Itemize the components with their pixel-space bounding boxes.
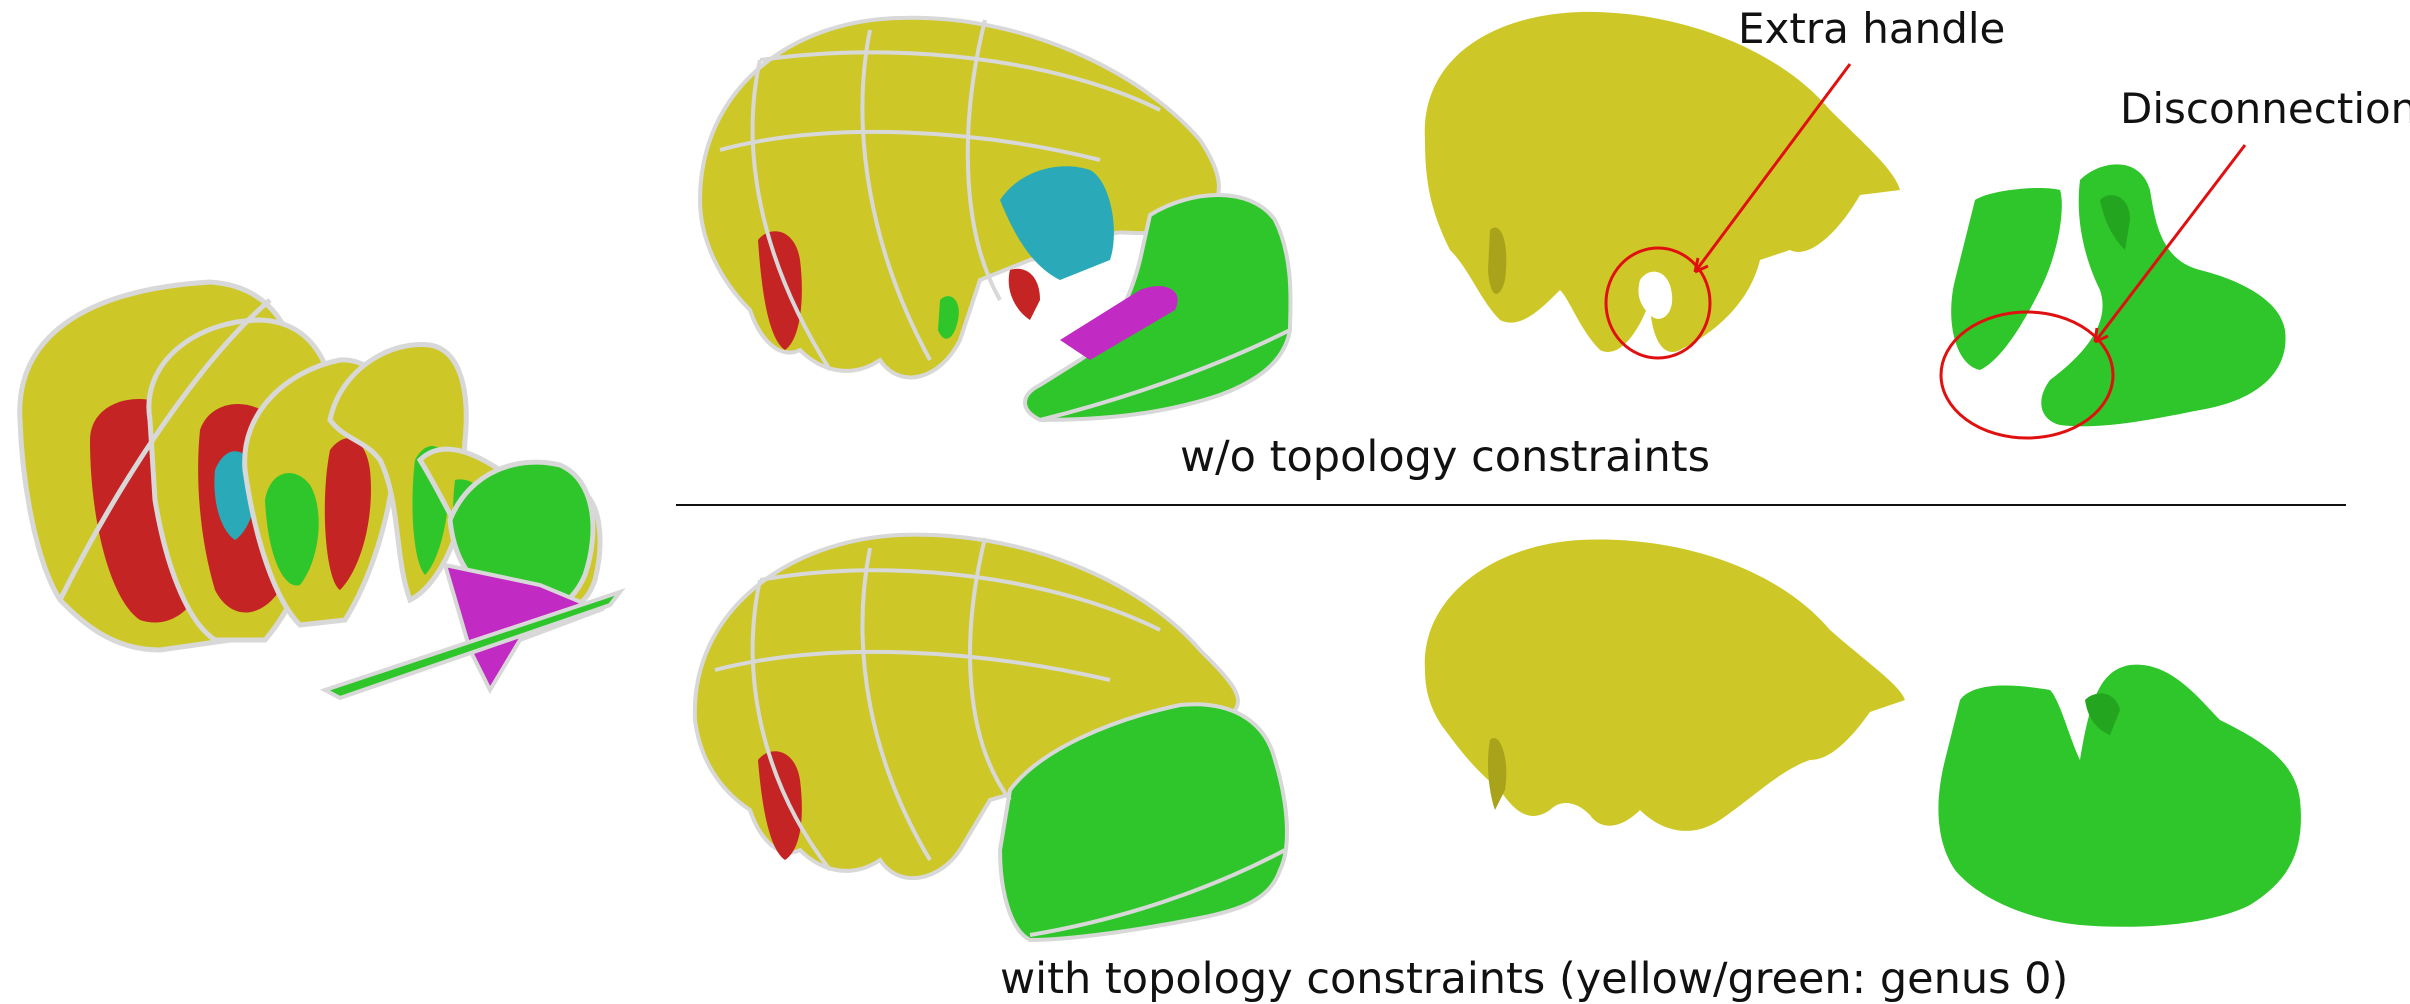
top-green-right-piece	[2041, 164, 2285, 426]
bottom-row-caption: with topology constraints (yellow/green:…	[1000, 958, 2068, 1001]
bottom-yellow-part	[1425, 540, 1905, 831]
exploded-model	[20, 282, 620, 698]
bottom-red	[758, 751, 802, 860]
top-full-model	[700, 18, 1291, 420]
top-green-part	[1951, 164, 2285, 426]
bottom-green-part	[1938, 665, 2300, 927]
top-red-2	[1009, 269, 1040, 320]
top-row-caption: w/o topology constraints	[1180, 436, 1710, 479]
top-green-left-piece	[1951, 188, 2062, 370]
bottom-full-model	[695, 535, 1287, 940]
extra-handle-label: Extra handle	[1738, 8, 2005, 50]
bottom-green-shape	[1938, 665, 2300, 927]
disconnection-label: Disconnection	[2120, 88, 2410, 130]
top-yellow-part	[1425, 12, 1900, 352]
